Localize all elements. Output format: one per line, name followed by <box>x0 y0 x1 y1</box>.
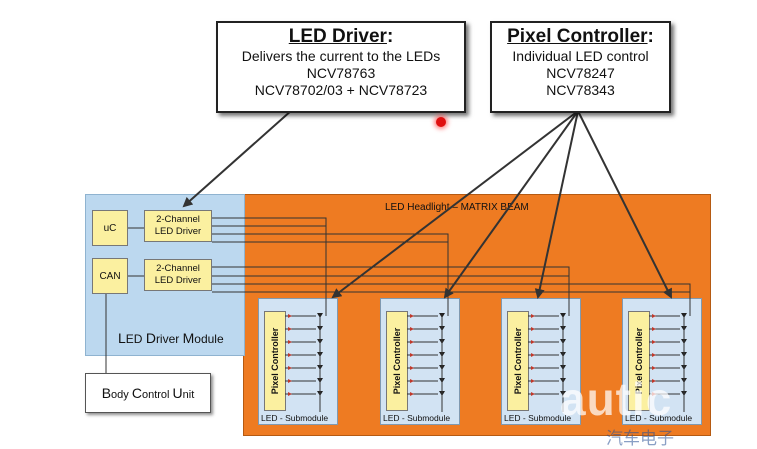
led-submodule-2: Pixel Controller LED - Submodule <box>380 298 460 425</box>
pixel-controller-chip: Pixel Controller <box>386 311 408 411</box>
led-driver-title-colon: : <box>386 26 394 47</box>
two-channel-driver-1: 2-Channel LED Driver <box>144 210 212 242</box>
led-driver-line-3: NCV78702/03 + NCV78723 <box>254 82 428 98</box>
pixel-controller-chip: Pixel Controller <box>507 311 529 411</box>
pixel-controller-chip: Pixel Controller <box>264 311 286 411</box>
led-driver-title-text: LED Driver <box>288 26 387 47</box>
driver-2-line-2: LED Driver <box>154 275 202 286</box>
led-driver-arrow <box>182 109 293 208</box>
led-driver-callout: LED Driver: Delivers the current to the … <box>216 21 466 113</box>
pixel-controller-title-colon: : <box>647 26 654 47</box>
laser-pointer-dot <box>436 117 446 127</box>
bcu-label-part: B <box>101 385 112 401</box>
led-driver-line-2: NCV78763 <box>306 65 376 81</box>
bcu-label-part: ontrol <box>141 389 173 401</box>
led-driver-title: LED Driver: <box>218 26 464 48</box>
bcu-label-part: nit <box>182 389 195 401</box>
bcu-label-part: ody <box>111 389 132 401</box>
pixel-controller-text: Pixel Controller <box>270 327 280 395</box>
module-label-part: river <box>155 332 183 346</box>
led-submodule-3: Pixel Controller LED - Submodule <box>501 298 581 425</box>
led-driver-module-label: LED Driver Module <box>118 330 224 346</box>
submodule-label: LED - Submodule <box>625 413 693 423</box>
pixel-controller-line-2: NCV78247 <box>546 65 615 81</box>
two-channel-driver-2: 2-Channel LED Driver <box>144 259 212 291</box>
pixel-controller-text: Pixel Controller <box>392 327 402 395</box>
headlight-label: LED Headlight – MATRIX BEAM <box>385 202 529 213</box>
submodule-label: LED - Submodule <box>504 413 572 423</box>
pixel-controller-text: Pixel Controller <box>513 327 523 395</box>
pixel-controller-callout: Pixel Controller: Individual LED control… <box>490 21 671 113</box>
watermark-logo: autic <box>560 373 673 425</box>
led-driver-line-1: Delivers the current to the LEDs <box>241 48 441 64</box>
led-submodule-4: Pixel Controller LED - Submodule <box>622 298 702 425</box>
bcu-label-part: U <box>172 385 183 401</box>
driver-1-line-1: 2-Channel <box>156 214 200 225</box>
pixel-controller-title-text: Pixel Controller <box>507 26 648 47</box>
watermark-subtitle: 汽车电子 <box>606 429 674 448</box>
driver-2-line-1: 2-Channel <box>156 263 200 274</box>
uc-block: uC <box>92 210 128 246</box>
module-label-part: L <box>118 330 126 346</box>
bcu-label-part: C <box>131 385 142 401</box>
submodule-label: LED - Submodule <box>383 413 451 423</box>
module-label-part: D <box>145 330 156 346</box>
driver-1-line-2: LED Driver <box>154 226 202 237</box>
can-block: CAN <box>92 258 128 294</box>
body-control-unit: Body Control Unit <box>85 373 211 413</box>
module-label-part: odule <box>194 332 224 346</box>
led-submodule-1: Pixel Controller LED - Submodule <box>258 298 338 425</box>
pixel-controller-line-3: NCV78343 <box>546 82 615 98</box>
pixel-controller-line-1: Individual LED control <box>512 48 649 64</box>
pixel-controller-title: Pixel Controller: <box>492 26 669 48</box>
submodule-label: LED - Submodule <box>261 413 329 423</box>
module-label-part: ED <box>125 332 146 346</box>
module-label-part: M <box>182 330 195 346</box>
